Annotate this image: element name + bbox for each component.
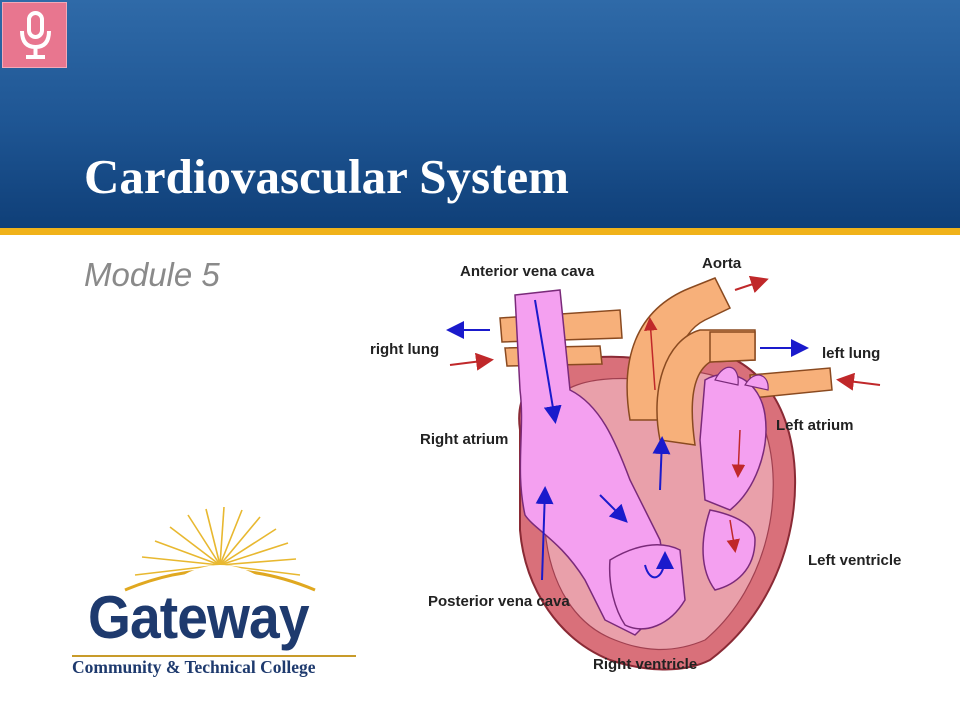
audio-button[interactable] bbox=[2, 2, 67, 68]
flow-arrow-blue bbox=[644, 551, 674, 579]
flow-arrow-red bbox=[449, 352, 494, 371]
accent-stripe bbox=[0, 228, 960, 235]
label-right-atrium: Right atrium bbox=[420, 431, 508, 448]
logo-subtitle: Community & Technical College bbox=[72, 657, 316, 677]
college-logo: Gateway Community & Technical College bbox=[60, 505, 370, 690]
flow-arrow-red bbox=[836, 372, 881, 391]
flow-arrow-blue bbox=[652, 436, 671, 491]
sunburst-icon bbox=[124, 506, 316, 592]
heart-diagram: Anterior vena cava Aorta right lung left… bbox=[370, 255, 901, 673]
label-aorta: Aorta bbox=[702, 255, 742, 272]
label-left-lung: left lung bbox=[822, 345, 880, 362]
slide-subtitle: Module 5 bbox=[84, 256, 220, 293]
logo-divider bbox=[72, 655, 356, 657]
logo-name: Gateway bbox=[88, 584, 310, 651]
valve-flap bbox=[714, 366, 739, 386]
flow-arrow-blue bbox=[535, 486, 554, 581]
label-anterior-vena-cava: Anterior vena cava bbox=[460, 263, 595, 280]
flow-arrow-red bbox=[726, 519, 740, 553]
label-right-lung: right lung bbox=[370, 341, 439, 358]
flow-arrow-red bbox=[731, 429, 746, 478]
microphone-icon bbox=[20, 11, 51, 59]
label-left-atrium: Left atrium bbox=[776, 417, 854, 434]
right-atrium-chamber bbox=[514, 289, 671, 636]
label-left-ventricle: Left ventricle bbox=[808, 552, 901, 569]
slide-title: Cardiovascular System bbox=[84, 149, 569, 204]
label-right-ventricle: Right ventricle bbox=[593, 656, 697, 673]
flow-arrow-blue bbox=[534, 299, 562, 424]
flow-arrow-red bbox=[644, 317, 658, 391]
valve-flap bbox=[744, 374, 769, 391]
flow-arrow-blue bbox=[599, 494, 628, 523]
left-lung-vessel-upper bbox=[709, 331, 756, 363]
label-posterior-vena-cava: Posterior vena cava bbox=[428, 593, 570, 610]
flow-arrow-red bbox=[734, 275, 769, 293]
title-banner bbox=[0, 0, 960, 228]
